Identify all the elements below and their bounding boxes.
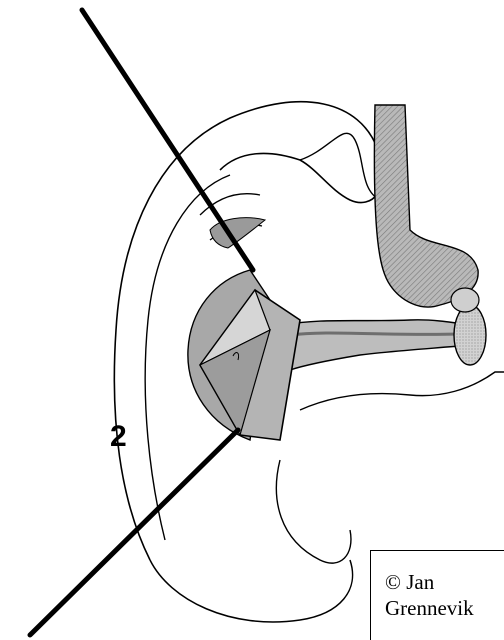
jaw-outline [300, 372, 504, 410]
copyright-line-1: © Jan [385, 569, 504, 595]
earlobe-outline [150, 560, 353, 622]
ear-canal-tissue [374, 105, 478, 307]
pointer-line-1 [82, 10, 253, 270]
eardrum [454, 305, 486, 365]
head-outline [300, 133, 380, 200]
pointer-line-2 [30, 430, 238, 635]
figure-label: 2 [110, 420, 127, 454]
copyright-line-2: Grennevik [385, 595, 504, 621]
ossicle [451, 288, 479, 312]
copyright-box: © Jan Grennevik [370, 550, 504, 640]
ear-canal-tube [285, 320, 470, 370]
